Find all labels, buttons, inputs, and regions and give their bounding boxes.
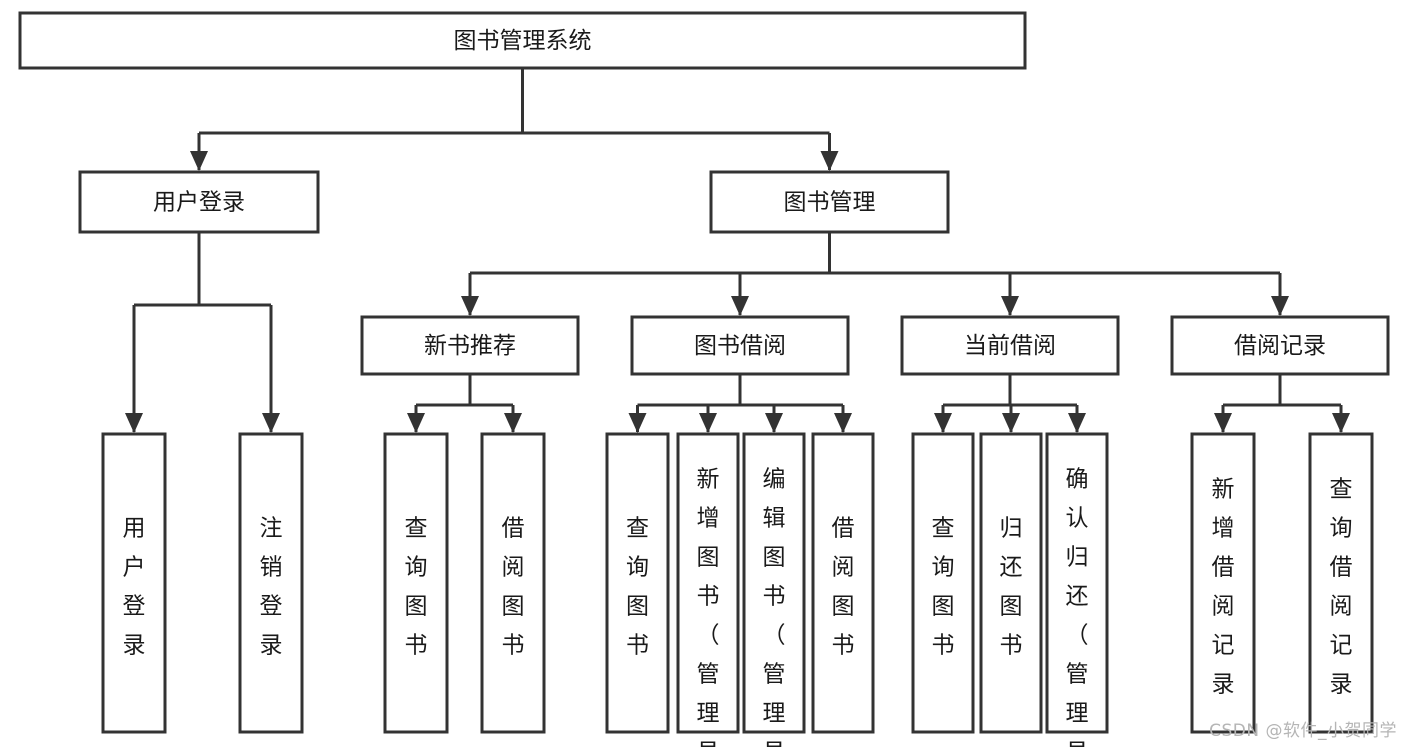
node-box-leaf-query-book-rec[interactable] (383, 432, 449, 734)
edge-layer (125, 68, 1350, 433)
node-label-leaf-borrow-book-bor: 借阅图书 (832, 515, 855, 658)
node-label-leaf-query-borrow-record: 查询借阅记录 (1330, 476, 1353, 697)
node-current-borrow[interactable]: 当前借阅 (900, 315, 1120, 376)
node-book-borrow[interactable]: 图书借阅 (630, 315, 850, 376)
node-box-leaf-query-book-cur[interactable] (911, 432, 975, 734)
node-box-book-manage[interactable] (709, 170, 950, 234)
arrowhead-icon (190, 151, 208, 171)
node-box-user-login[interactable] (78, 170, 320, 234)
arrowhead-icon (731, 296, 749, 316)
arrowhead-icon (461, 296, 479, 316)
node-label-leaf-query-book-rec: 查询图书 (405, 515, 428, 658)
node-label-root: 图书管理系统 (454, 28, 592, 54)
node-leaf-query-borrow-record[interactable]: 查询借阅记录 (1308, 432, 1374, 734)
node-box-new-book-recommend[interactable] (360, 315, 580, 376)
node-box-leaf-user-logout[interactable] (238, 432, 304, 734)
arrowhead-icon (1271, 296, 1289, 316)
node-box-leaf-return-book[interactable] (979, 432, 1043, 734)
node-leaf-return-book[interactable]: 归还图书 (979, 432, 1043, 734)
node-leaf-add-borrow-record[interactable]: 新增借阅记录 (1190, 432, 1256, 734)
node-leaf-confirm-return-admin[interactable]: 确认归还（管理员） (1045, 432, 1109, 747)
node-label-book-borrow: 图书借阅 (694, 333, 786, 359)
node-leaf-edit-book-admin[interactable]: 编辑图书（管理员） (742, 432, 806, 747)
node-label-current-borrow: 当前借阅 (964, 333, 1056, 359)
arrowhead-icon (628, 413, 647, 433)
node-box-current-borrow[interactable] (900, 315, 1120, 376)
node-layer: 图书管理系统用户登录图书管理新书推荐图书借阅当前借阅借阅记录用户登录注销登录查询… (18, 11, 1390, 747)
node-box-borrow-record[interactable] (1170, 315, 1390, 376)
arrowhead-icon (1332, 413, 1350, 433)
arrowhead-icon (1002, 413, 1020, 433)
node-label-new-book-recommend: 新书推荐 (424, 333, 516, 359)
node-box-leaf-query-borrow-record[interactable] (1308, 432, 1374, 734)
arrowhead-icon (820, 151, 839, 171)
arrowhead-icon (934, 413, 952, 433)
node-label-leaf-user-logout: 注销登录 (260, 515, 283, 658)
node-box-root[interactable] (18, 11, 1027, 70)
node-leaf-query-book-cur[interactable]: 查询图书 (911, 432, 975, 734)
node-label-leaf-confirm-return-admin: 确认归还（管理员） (1066, 466, 1089, 747)
node-label-leaf-edit-book-admin: 编辑图书（管理员） (763, 466, 786, 747)
node-label-leaf-user-login: 用户登录 (123, 515, 146, 658)
node-label-leaf-return-book: 归还图书 (1000, 515, 1023, 658)
arrowhead-icon (125, 413, 143, 433)
node-label-leaf-query-book-bor: 查询图书 (626, 515, 649, 658)
node-leaf-user-login[interactable]: 用户登录 (101, 432, 167, 734)
arrowhead-icon (834, 413, 852, 433)
node-label-book-manage: 图书管理 (784, 190, 876, 216)
node-leaf-borrow-book-rec[interactable]: 借阅图书 (480, 432, 546, 734)
arrowhead-icon (1068, 413, 1086, 433)
node-label-user-login: 用户登录 (153, 190, 245, 216)
node-leaf-add-book-admin[interactable]: 新增图书（管理员） (676, 432, 740, 747)
node-leaf-user-logout[interactable]: 注销登录 (238, 432, 304, 734)
node-box-leaf-borrow-book-rec[interactable] (480, 432, 546, 734)
arrowhead-icon (504, 413, 522, 433)
node-root[interactable]: 图书管理系统 (18, 11, 1027, 70)
arrowhead-icon (407, 413, 425, 433)
node-box-leaf-query-book-bor[interactable] (605, 432, 670, 734)
node-label-leaf-borrow-book-rec: 借阅图书 (502, 515, 525, 658)
watermark-text: CSDN @软件_小贺同学 (1209, 721, 1397, 741)
node-new-book-recommend[interactable]: 新书推荐 (360, 315, 580, 376)
node-leaf-query-book-rec[interactable]: 查询图书 (383, 432, 449, 734)
node-label-leaf-query-book-cur: 查询图书 (932, 515, 955, 658)
node-box-leaf-add-borrow-record[interactable] (1190, 432, 1256, 734)
node-label-leaf-add-borrow-record: 新增借阅记录 (1212, 476, 1235, 697)
node-leaf-borrow-book-bor[interactable]: 借阅图书 (811, 432, 875, 734)
arrowhead-icon (262, 413, 280, 433)
node-box-book-borrow[interactable] (630, 315, 850, 376)
node-label-leaf-add-book-admin: 新增图书（管理员） (697, 466, 720, 747)
node-box-leaf-edit-book-admin[interactable] (742, 432, 806, 734)
arrowhead-icon (765, 413, 783, 433)
node-leaf-query-book-bor[interactable]: 查询图书 (605, 432, 670, 734)
node-box-leaf-add-book-admin[interactable] (676, 432, 740, 734)
node-box-leaf-user-login[interactable] (101, 432, 167, 734)
node-borrow-record[interactable]: 借阅记录 (1170, 315, 1390, 376)
node-box-leaf-borrow-book-bor[interactable] (811, 432, 875, 734)
arrowhead-icon (1214, 413, 1232, 433)
node-box-leaf-confirm-return-admin[interactable] (1045, 432, 1109, 734)
arrowhead-icon (699, 413, 717, 433)
node-book-manage[interactable]: 图书管理 (709, 170, 950, 234)
node-user-login[interactable]: 用户登录 (78, 170, 320, 234)
arrowhead-icon (1001, 296, 1019, 316)
node-label-borrow-record: 借阅记录 (1234, 333, 1326, 359)
